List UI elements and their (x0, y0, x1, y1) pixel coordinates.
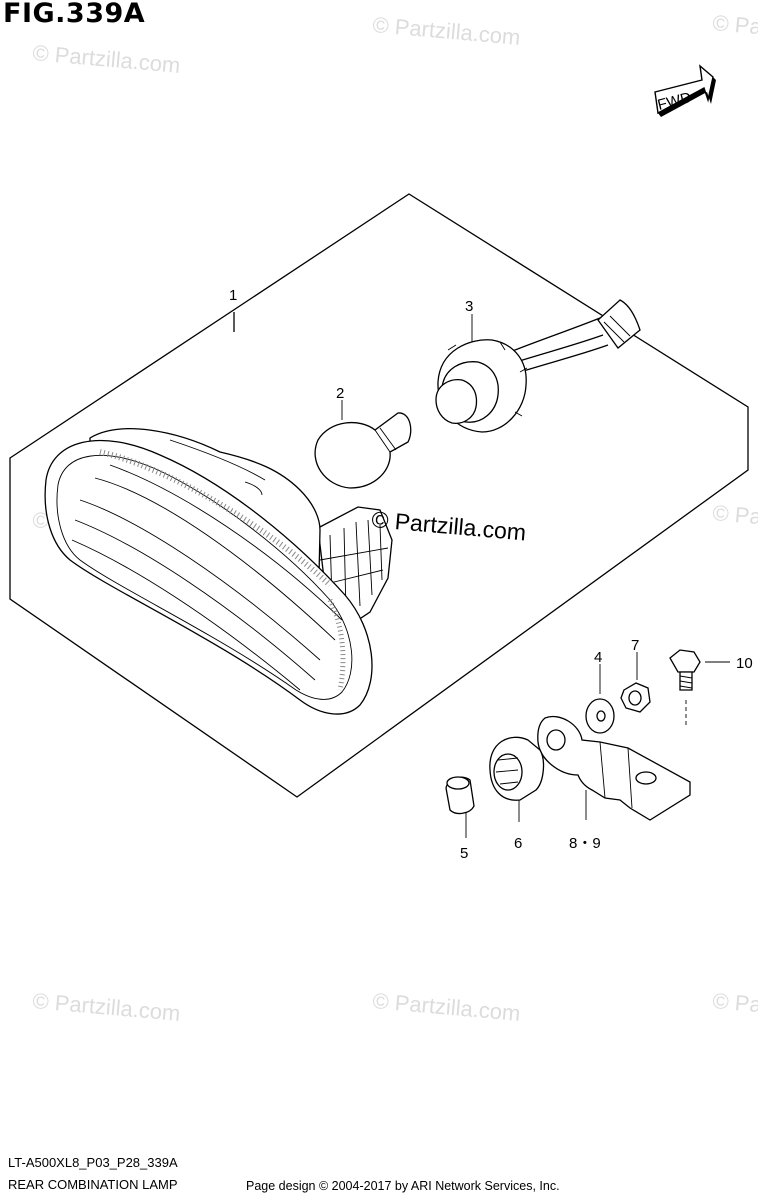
collar (445, 776, 475, 838)
callout-10: 10 (736, 655, 753, 672)
fwd-direction-badge: FWD (654, 64, 716, 117)
callout-3: 3 (465, 298, 473, 315)
copyright-credit: Page design © 2004-2017 by ARI Network S… (246, 1179, 560, 1193)
figure-caption: REAR COMBINATION LAMP (8, 1177, 178, 1192)
watermark: © Partzilla.com (32, 40, 182, 78)
brand-mark: © Partzilla.com (371, 506, 528, 545)
watermark: © Partzilla.com (712, 10, 758, 48)
watermark: © Partzilla.com (372, 12, 522, 50)
callout-7: 7 (631, 637, 639, 654)
bulb-socket (435, 299, 641, 433)
watermark: © Partzilla.com (372, 988, 522, 1026)
callout-6: 6 (514, 835, 522, 852)
callout-5: 5 (460, 845, 468, 862)
assembly-outline (9, 193, 749, 798)
bulb (314, 400, 412, 489)
callout-4: 4 (594, 649, 602, 666)
bolt (669, 649, 730, 728)
callout-1: 1 (229, 287, 237, 304)
nut (620, 652, 651, 713)
washer (585, 664, 615, 734)
model-code: LT-A500XL8_P03_P28_339A (8, 1155, 178, 1170)
grommet (489, 736, 545, 822)
figure-title: FIG.339A (3, 0, 146, 29)
watermark: © Partzilla.com (712, 500, 758, 538)
watermark: © Partzilla.com (32, 988, 182, 1026)
lamp-housing (44, 428, 393, 715)
watermark: © Partzilla.com (712, 988, 758, 1026)
callout-8-9: 8・9 (569, 835, 601, 852)
mounting-bracket (537, 715, 691, 821)
callout-2: 2 (336, 385, 344, 402)
